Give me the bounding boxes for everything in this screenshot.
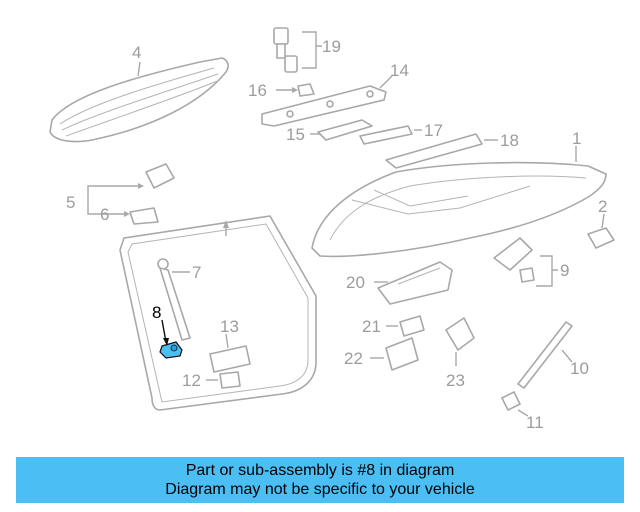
parts-diagram: 4 19 16 14 15 17 18 xyxy=(49,27,615,432)
part-2-striker[interactable] xyxy=(587,227,615,249)
part-6-bracket[interactable] xyxy=(129,207,159,225)
callout-2[interactable]: 2 xyxy=(598,197,607,216)
part-13-module[interactable] xyxy=(209,345,251,373)
part-7-strut[interactable] xyxy=(157,258,191,341)
part-23-cover[interactable] xyxy=(445,317,475,351)
callout-19[interactable]: 19 xyxy=(322,37,341,56)
callout-16[interactable]: 16 xyxy=(248,81,267,100)
leader-4 xyxy=(137,61,141,77)
leader-5-6 xyxy=(87,185,140,215)
callout-20[interactable]: 20 xyxy=(346,273,365,292)
part-8-highlighted[interactable] xyxy=(159,341,183,359)
leader-9 xyxy=(536,255,558,287)
callout-10[interactable]: 10 xyxy=(570,359,589,378)
callout-8[interactable]: 8 xyxy=(152,303,161,322)
leader-11 xyxy=(517,409,529,417)
banner-line-1: Part or sub-assembly is #8 in diagram xyxy=(185,462,455,479)
part-14-hinge-bar[interactable] xyxy=(261,85,387,127)
part-21-switch[interactable] xyxy=(399,315,425,337)
callout-1[interactable]: 1 xyxy=(572,129,581,148)
part-15-bracket[interactable] xyxy=(317,119,373,141)
part-16-clip[interactable] xyxy=(297,83,315,97)
callout-4[interactable]: 4 xyxy=(132,43,141,62)
part-20-latch[interactable] xyxy=(377,261,453,305)
leader-2 xyxy=(601,213,605,229)
part-9-hinge[interactable] xyxy=(493,237,535,283)
part-17-strip[interactable] xyxy=(359,125,413,145)
part-19-bolt[interactable] xyxy=(273,27,298,73)
part-22-actuator[interactable] xyxy=(385,337,419,371)
part-11-clip[interactable] xyxy=(501,391,521,411)
callout-23[interactable]: 23 xyxy=(446,371,465,390)
callout-11[interactable]: 11 xyxy=(526,413,544,432)
banner-line-2: Diagram may not be specific to your vehi… xyxy=(165,481,475,498)
callout-15[interactable]: 15 xyxy=(286,125,305,144)
part-1-liftgate[interactable] xyxy=(311,161,607,258)
callout-9[interactable]: 9 xyxy=(560,261,569,280)
callout-12[interactable]: 12 xyxy=(182,371,201,390)
callout-6[interactable]: 6 xyxy=(100,205,109,224)
weatherstrip-seal[interactable] xyxy=(119,215,317,411)
info-banner: Part or sub-assembly is #8 in diagram Di… xyxy=(16,457,624,503)
callout-22[interactable]: 22 xyxy=(344,349,363,368)
callout-13[interactable]: 13 xyxy=(220,317,239,336)
part-10-rod[interactable] xyxy=(517,321,573,389)
leader-13 xyxy=(225,333,229,349)
part-5-bumper[interactable] xyxy=(145,163,175,189)
part-18-trim[interactable] xyxy=(385,133,483,169)
part-4-glass[interactable] xyxy=(49,57,229,143)
callout-18[interactable]: 18 xyxy=(500,131,519,150)
leader-14 xyxy=(379,75,393,89)
part-12-clip[interactable] xyxy=(219,371,241,389)
leader-10 xyxy=(561,349,573,363)
callout-17[interactable]: 17 xyxy=(424,121,443,140)
callout-14[interactable]: 14 xyxy=(390,61,409,80)
leader-19 xyxy=(302,31,322,69)
callout-7[interactable]: 7 xyxy=(192,263,201,282)
callout-5[interactable]: 5 xyxy=(66,193,75,212)
callout-21[interactable]: 21 xyxy=(362,317,381,336)
